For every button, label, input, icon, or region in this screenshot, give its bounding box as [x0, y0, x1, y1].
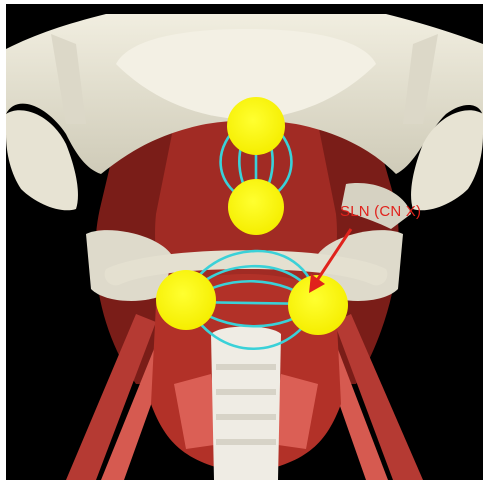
trachea-ring-1: [216, 364, 276, 370]
node-middle: [228, 179, 284, 235]
trachea-ring-2: [216, 389, 276, 395]
node-left: [156, 270, 216, 330]
anatomy-diagram: [6, 4, 483, 480]
sln-label: SLN (CN X): [340, 203, 421, 220]
node-top: [227, 97, 285, 155]
anatomy-image-frame: SLN (CN X): [6, 4, 483, 480]
trachea-ring-4: [216, 439, 276, 445]
trachea-ring-3: [216, 414, 276, 420]
